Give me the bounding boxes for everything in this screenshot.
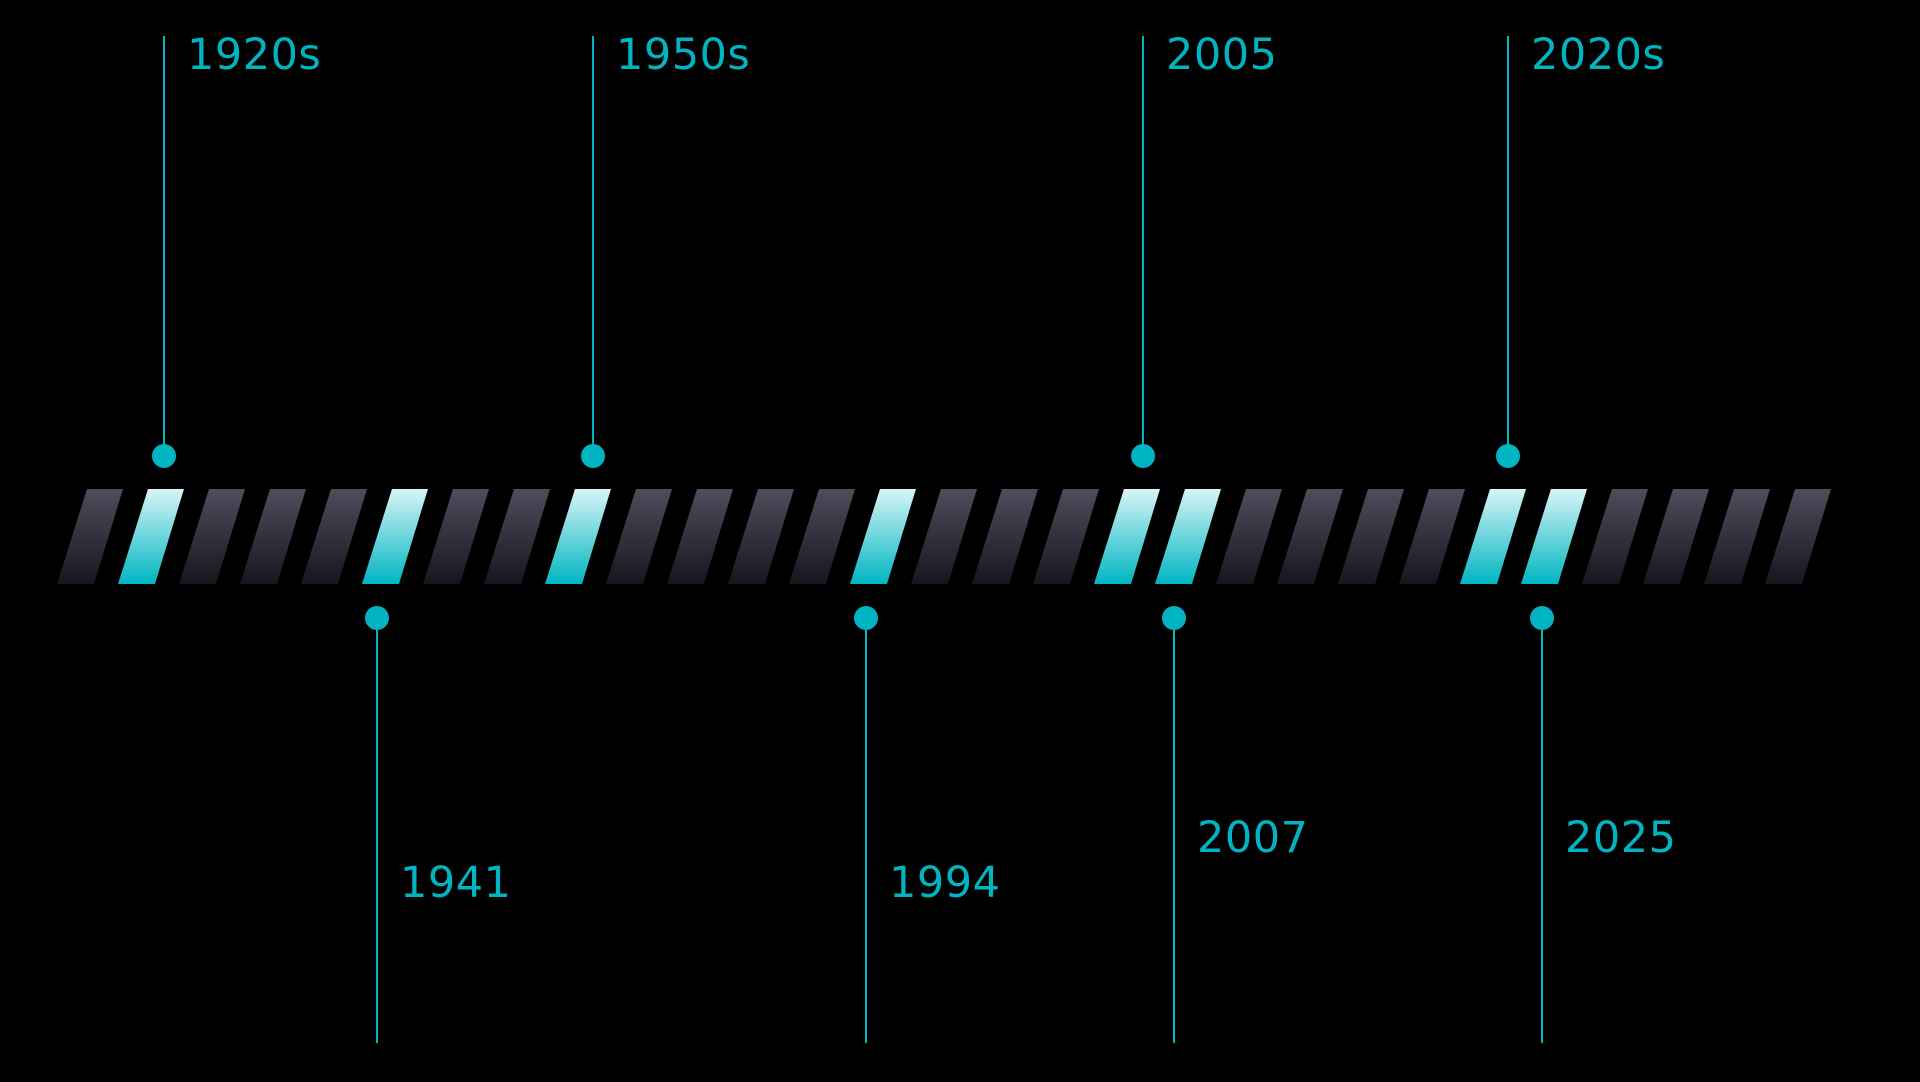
connector-line <box>865 618 867 1043</box>
highlighted-stripe <box>1094 489 1160 584</box>
connector-line <box>163 36 165 456</box>
highlighted-stripe <box>118 489 184 584</box>
stripe <box>301 489 367 584</box>
stripe <box>972 489 1038 584</box>
stripe <box>423 489 489 584</box>
stripe <box>728 489 794 584</box>
stripe <box>240 489 306 584</box>
stripe <box>1033 489 1099 584</box>
event-label: 1994 <box>889 858 1001 908</box>
event-label: 1941 <box>400 858 512 908</box>
stripe <box>789 489 855 584</box>
connector-line <box>1173 618 1175 1043</box>
stripe <box>667 489 733 584</box>
stripe <box>1338 489 1404 584</box>
stripe <box>57 489 123 584</box>
event-label: 2025 <box>1565 813 1677 863</box>
event-dot <box>1530 606 1554 630</box>
event-label: 2007 <box>1197 813 1309 863</box>
event-label: 2020s <box>1531 30 1666 80</box>
stripe <box>1277 489 1343 584</box>
highlighted-stripe <box>362 489 428 584</box>
event-dot <box>581 444 605 468</box>
stripe <box>1643 489 1709 584</box>
stripe <box>179 489 245 584</box>
event-label: 1950s <box>616 30 751 80</box>
event-dot <box>1131 444 1155 468</box>
stripe <box>484 489 550 584</box>
highlighted-stripe <box>850 489 916 584</box>
event-label: 1920s <box>187 30 322 80</box>
event-dot <box>1496 444 1520 468</box>
stripe <box>1704 489 1770 584</box>
highlighted-stripe <box>1460 489 1526 584</box>
event-dot <box>365 606 389 630</box>
event-label: 2005 <box>1166 30 1278 80</box>
connector-line <box>592 36 594 456</box>
highlighted-stripe <box>1155 489 1221 584</box>
stripe <box>1582 489 1648 584</box>
stripe <box>1765 489 1831 584</box>
connector-line <box>1541 618 1543 1043</box>
stripe <box>911 489 977 584</box>
event-dot <box>1162 606 1186 630</box>
stripe <box>606 489 672 584</box>
stripe <box>1216 489 1282 584</box>
event-dot <box>854 606 878 630</box>
highlighted-stripe <box>545 489 611 584</box>
connector-line <box>1142 36 1144 456</box>
connector-line <box>1507 36 1509 456</box>
highlighted-stripe <box>1521 489 1587 584</box>
connector-line <box>376 618 378 1043</box>
event-dot <box>152 444 176 468</box>
stripe <box>1399 489 1465 584</box>
